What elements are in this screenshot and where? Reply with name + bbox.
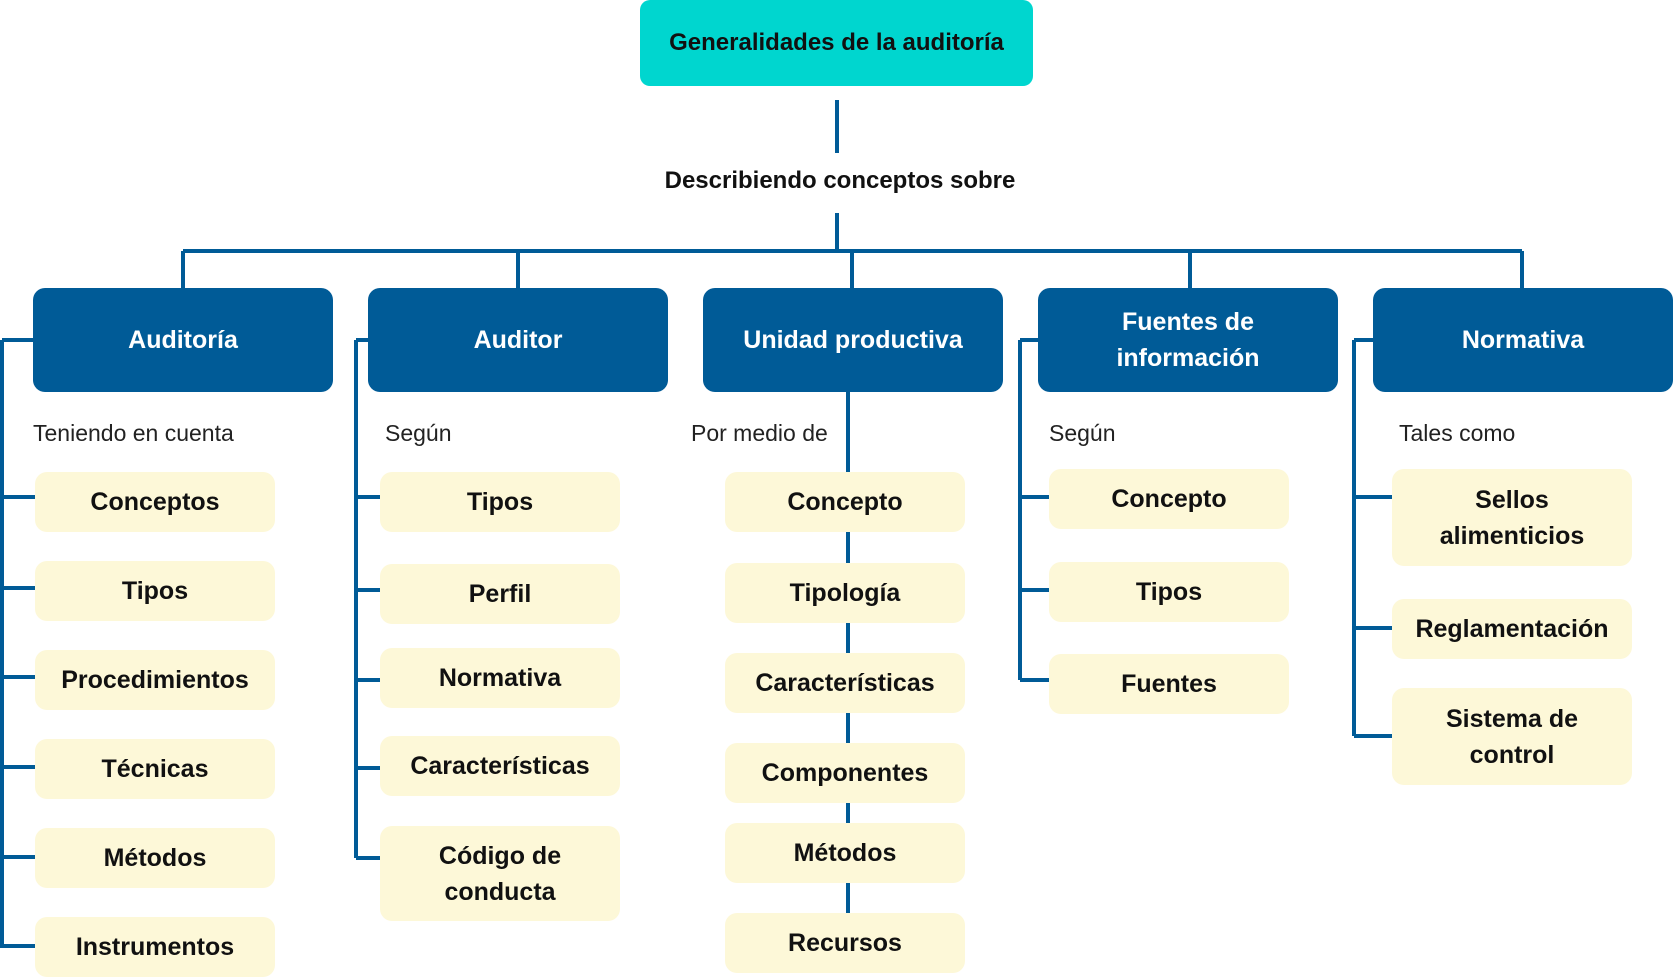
item-node: Recursos xyxy=(725,913,965,973)
root-node: Generalidades de la auditoría xyxy=(640,0,1033,86)
category-title: Auditoría xyxy=(128,326,238,354)
item-node: Normativa xyxy=(380,648,620,708)
item-node: Concepto xyxy=(725,472,965,532)
category-auditor: Auditor xyxy=(368,288,668,392)
item-node: Métodos xyxy=(725,823,965,883)
category-auditoria: Auditoría xyxy=(33,288,333,392)
category-unidad-productiva: Unidad productiva xyxy=(703,288,1003,392)
category-normativa: Normativa xyxy=(1373,288,1673,392)
category-label: Tales como xyxy=(1399,420,1516,446)
item-node: Concepto xyxy=(1049,469,1289,529)
item-node: Técnicas xyxy=(35,739,275,799)
item-node: Sellos alimenticios xyxy=(1392,469,1632,566)
item-node: Sistema de control xyxy=(1392,688,1632,785)
connector-text: Describiendo conceptos sobre xyxy=(664,167,1016,194)
item-node: Métodos xyxy=(35,828,275,888)
item-node: Conceptos xyxy=(35,472,275,532)
category-label: Según xyxy=(385,420,452,446)
item-node: Fuentes xyxy=(1049,654,1289,714)
item-node: Tipología xyxy=(725,563,965,623)
item-node: Tipos xyxy=(380,472,620,532)
item-node: Tipos xyxy=(1049,562,1289,622)
category-title: Normativa xyxy=(1461,326,1585,354)
category-label: Teniendo en cuenta xyxy=(33,420,234,446)
item-node: Reglamentación xyxy=(1392,599,1632,659)
category-title: Fuentes de información xyxy=(1116,308,1260,372)
item-node: Tipos xyxy=(35,561,275,621)
category-title: Unidad productiva xyxy=(743,326,963,354)
item-node: Instrumentos xyxy=(35,917,275,977)
item-node: Perfil xyxy=(380,564,620,624)
item-node: Procedimientos xyxy=(35,650,275,710)
item-node: Características xyxy=(380,736,620,796)
category-title: Auditor xyxy=(473,326,563,354)
item-node: Componentes xyxy=(725,743,965,803)
item-node: Características xyxy=(725,653,965,713)
root-title: Generalidades de la auditoría xyxy=(669,29,1004,56)
category-label: Por medio de xyxy=(691,420,828,446)
item-node: Código de conducta xyxy=(380,826,620,921)
category-fuentes-de-informacion: Fuentes de información xyxy=(1038,288,1338,392)
category-label: Según xyxy=(1049,420,1116,446)
